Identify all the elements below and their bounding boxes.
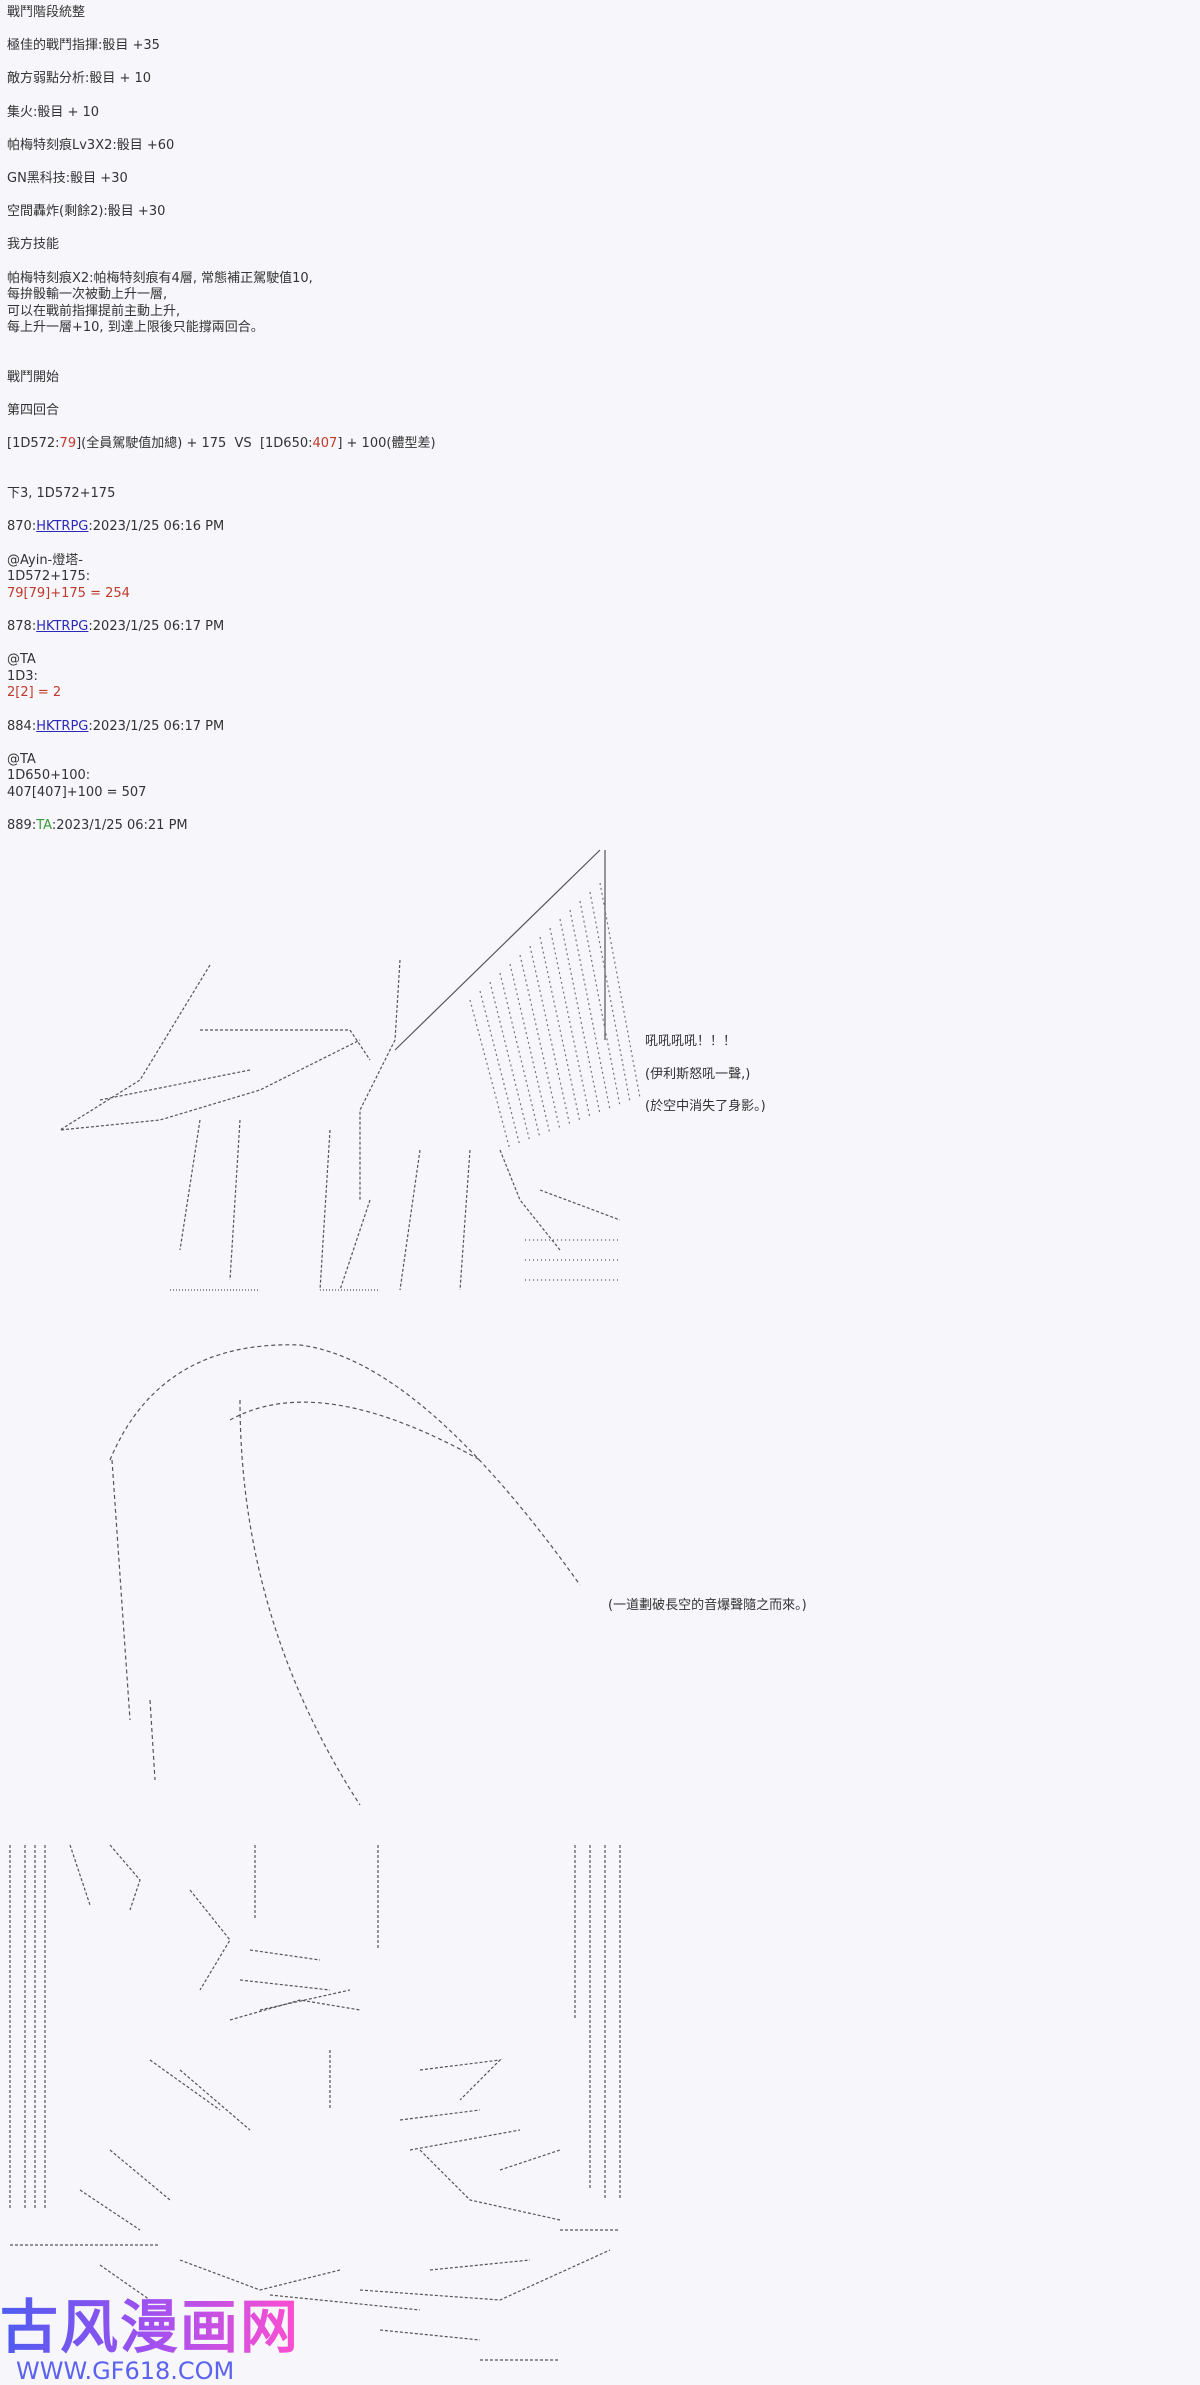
log-line: 空間轟炸(剩餘2):骰目 +30 <box>7 204 436 221</box>
log-line: 2[2] = 2 <box>7 685 436 702</box>
log-line: 下3, 1D572+175 <box>7 486 436 503</box>
dragon-wing-art <box>394 849 641 1151</box>
sonic-arc-art <box>109 1344 581 1806</box>
log-line: 戰鬥開始 <box>7 370 436 387</box>
log-text: :2023/1/25 06:17 PM <box>88 718 225 734</box>
log-text: 884: <box>7 718 37 734</box>
log-text: 1D650+100: <box>7 768 91 784</box>
log-line: @TA <box>7 752 436 769</box>
wing-hatch-line <box>499 972 541 1139</box>
log-text: @TA <box>7 652 36 668</box>
log-text: :2023/1/25 06:16 PM <box>88 519 225 535</box>
log-line: 878:HKTRPG:2023/1/25 06:17 PM <box>7 619 436 636</box>
log-line: @TA <box>7 652 436 669</box>
chat-log: 戰鬥階段統整極佳的戰鬥指揮:骰目 +35 敵方弱點分析:骰目 + 10 集火:骰目 … <box>7 5 436 835</box>
log-text: :2023/1/25 06:17 PM <box>88 618 225 634</box>
log-text: 878: <box>7 618 37 634</box>
log-text: 敵方弱點分析:骰目 + 10 <box>7 71 152 87</box>
log-line: 帕梅特刻痕X2:帕梅特刻痕有4層, 常態補正駕駛值10, <box>7 271 436 288</box>
dice-result: 79 <box>59 436 77 452</box>
wing-hatch-line <box>549 927 591 1119</box>
city-ruins-art <box>9 1844 621 2361</box>
log-line: 每拚骰輸一次被動上升一層, <box>7 287 436 304</box>
dice-result: 407 <box>312 436 338 452</box>
wing-hatch-line <box>509 963 551 1135</box>
log-text: 第四回合 <box>7 403 60 419</box>
log-text: 1D3: <box>7 668 38 684</box>
user-name: TA <box>36 818 52 834</box>
log-line: 884:HKTRPG:2023/1/25 06:17 PM <box>7 719 436 736</box>
log-text: 可以在戰前指揮提前主動上升, <box>7 303 181 319</box>
wing-hatch-line <box>589 891 631 1103</box>
wing-hatch-line <box>579 900 621 1107</box>
log-line: 集火:骰目 + 10 <box>7 105 436 122</box>
wing-hatch-line <box>519 954 561 1131</box>
wing-hatch-line <box>539 936 581 1123</box>
log-line: 我方技能 <box>7 237 436 254</box>
log-text: 1D572+175: <box>7 569 91 585</box>
narration-vanish: (於空中消失了身影。) <box>645 1099 766 1114</box>
wing-hatch-line <box>599 882 641 1099</box>
log-text: 帕梅特刻痕X2:帕梅特刻痕有4層, 常態補正駕駛值10, <box>7 270 313 286</box>
log-text: @TA <box>7 751 36 767</box>
log-text: 帕梅特刻痕Lv3X2:骰目 +60 <box>7 137 175 153</box>
log-text: 每上升一層+10, 到達上限後只能撐兩回合。 <box>7 320 264 336</box>
wing-hatch-line <box>489 981 531 1143</box>
log-line: 敵方弱點分析:骰目 + 10 <box>7 71 436 88</box>
log-line: 可以在戰前指揮提前主動上升, <box>7 304 436 321</box>
log-text: ] + 100(體型差) <box>337 436 436 452</box>
dice-result: 2[2] = 2 <box>7 685 62 701</box>
dragon-body-art <box>59 959 621 1291</box>
log-text: 407[407]+100 = 507 <box>7 784 147 800</box>
log-line: 1D572+175: <box>7 569 436 586</box>
log-line: 1D3: <box>7 669 436 686</box>
wing-hatch-line <box>569 909 611 1111</box>
log-text: ](全員駕駛值加總) + 175 VS [1D650: <box>76 436 313 452</box>
log-line: 407[407]+100 = 507 <box>7 785 436 802</box>
narration-roar: 吼吼吼吼！！！ <box>645 1034 737 1049</box>
log-text: :2023/1/25 06:21 PM <box>51 818 188 834</box>
log-text: 集火:骰目 + 10 <box>7 104 100 120</box>
log-text: 889: <box>7 818 37 834</box>
log-line: 每上升一層+10, 到達上限後只能撐兩回合。 <box>7 320 436 337</box>
log-text: 戰鬥階段統整 <box>7 5 86 20</box>
log-line: 帕梅特刻痕Lv3X2:骰目 +60 <box>7 138 436 155</box>
log-line: [1D572:79](全員駕駛值加總) + 175 VS [1D650:407]… <box>7 436 436 453</box>
log-text: [1D572: <box>7 436 60 452</box>
narration-roar-note: (伊利斯怒吼一聲,) <box>645 1067 751 1082</box>
log-line: GN黑科技:骰目 +30 <box>7 171 436 188</box>
watermark-name: 古风漫画网 <box>0 2293 301 2361</box>
log-line: 79[79]+175 = 254 <box>7 586 436 603</box>
log-line: 889:TA:2023/1/25 06:21 PM <box>7 818 436 835</box>
log-line: @Ayin-燈塔- <box>7 553 436 570</box>
user-link[interactable]: HKTRPG <box>36 618 89 634</box>
user-link[interactable]: HKTRPG <box>36 519 89 535</box>
log-line: 第四回合 <box>7 403 436 420</box>
wing-hatch-line <box>529 945 571 1127</box>
log-text: 戰鬥開始 <box>7 370 60 386</box>
log-line: 戰鬥階段統整 <box>7 5 436 22</box>
log-text: 870: <box>7 519 37 535</box>
log-text: 我方技能 <box>7 237 60 253</box>
watermark-url: WWW.GF618.COM <box>16 2357 235 2385</box>
dice-result: 79[79]+175 = 254 <box>7 585 130 601</box>
wing-hatch-line <box>479 990 521 1147</box>
log-text: 每拚骰輸一次被動上升一層, <box>7 287 168 303</box>
log-text: @Ayin-燈塔- <box>7 552 83 568</box>
log-text: 下3, 1D572+175 <box>7 486 116 502</box>
log-line: 870:HKTRPG:2023/1/25 06:16 PM <box>7 519 436 536</box>
log-text: GN黑科技:骰目 +30 <box>7 170 128 186</box>
wing-hatch-line <box>469 999 511 1151</box>
watermark-logo: 古风漫画网 WWW.GF618.COM <box>0 2296 300 2384</box>
user-link[interactable]: HKTRPG <box>36 718 89 734</box>
narration-sonic-boom: (一道劃破長空的音爆聲隨之而來。) <box>608 1598 807 1613</box>
log-text: 極佳的戰鬥指揮:骰目 +35 <box>7 38 160 54</box>
log-line: 極佳的戰鬥指揮:骰目 +35 <box>7 38 436 55</box>
log-line: 1D650+100: <box>7 768 436 785</box>
log-text: 空間轟炸(剩餘2):骰目 +30 <box>7 204 166 220</box>
wing-hatch-line <box>559 918 601 1115</box>
